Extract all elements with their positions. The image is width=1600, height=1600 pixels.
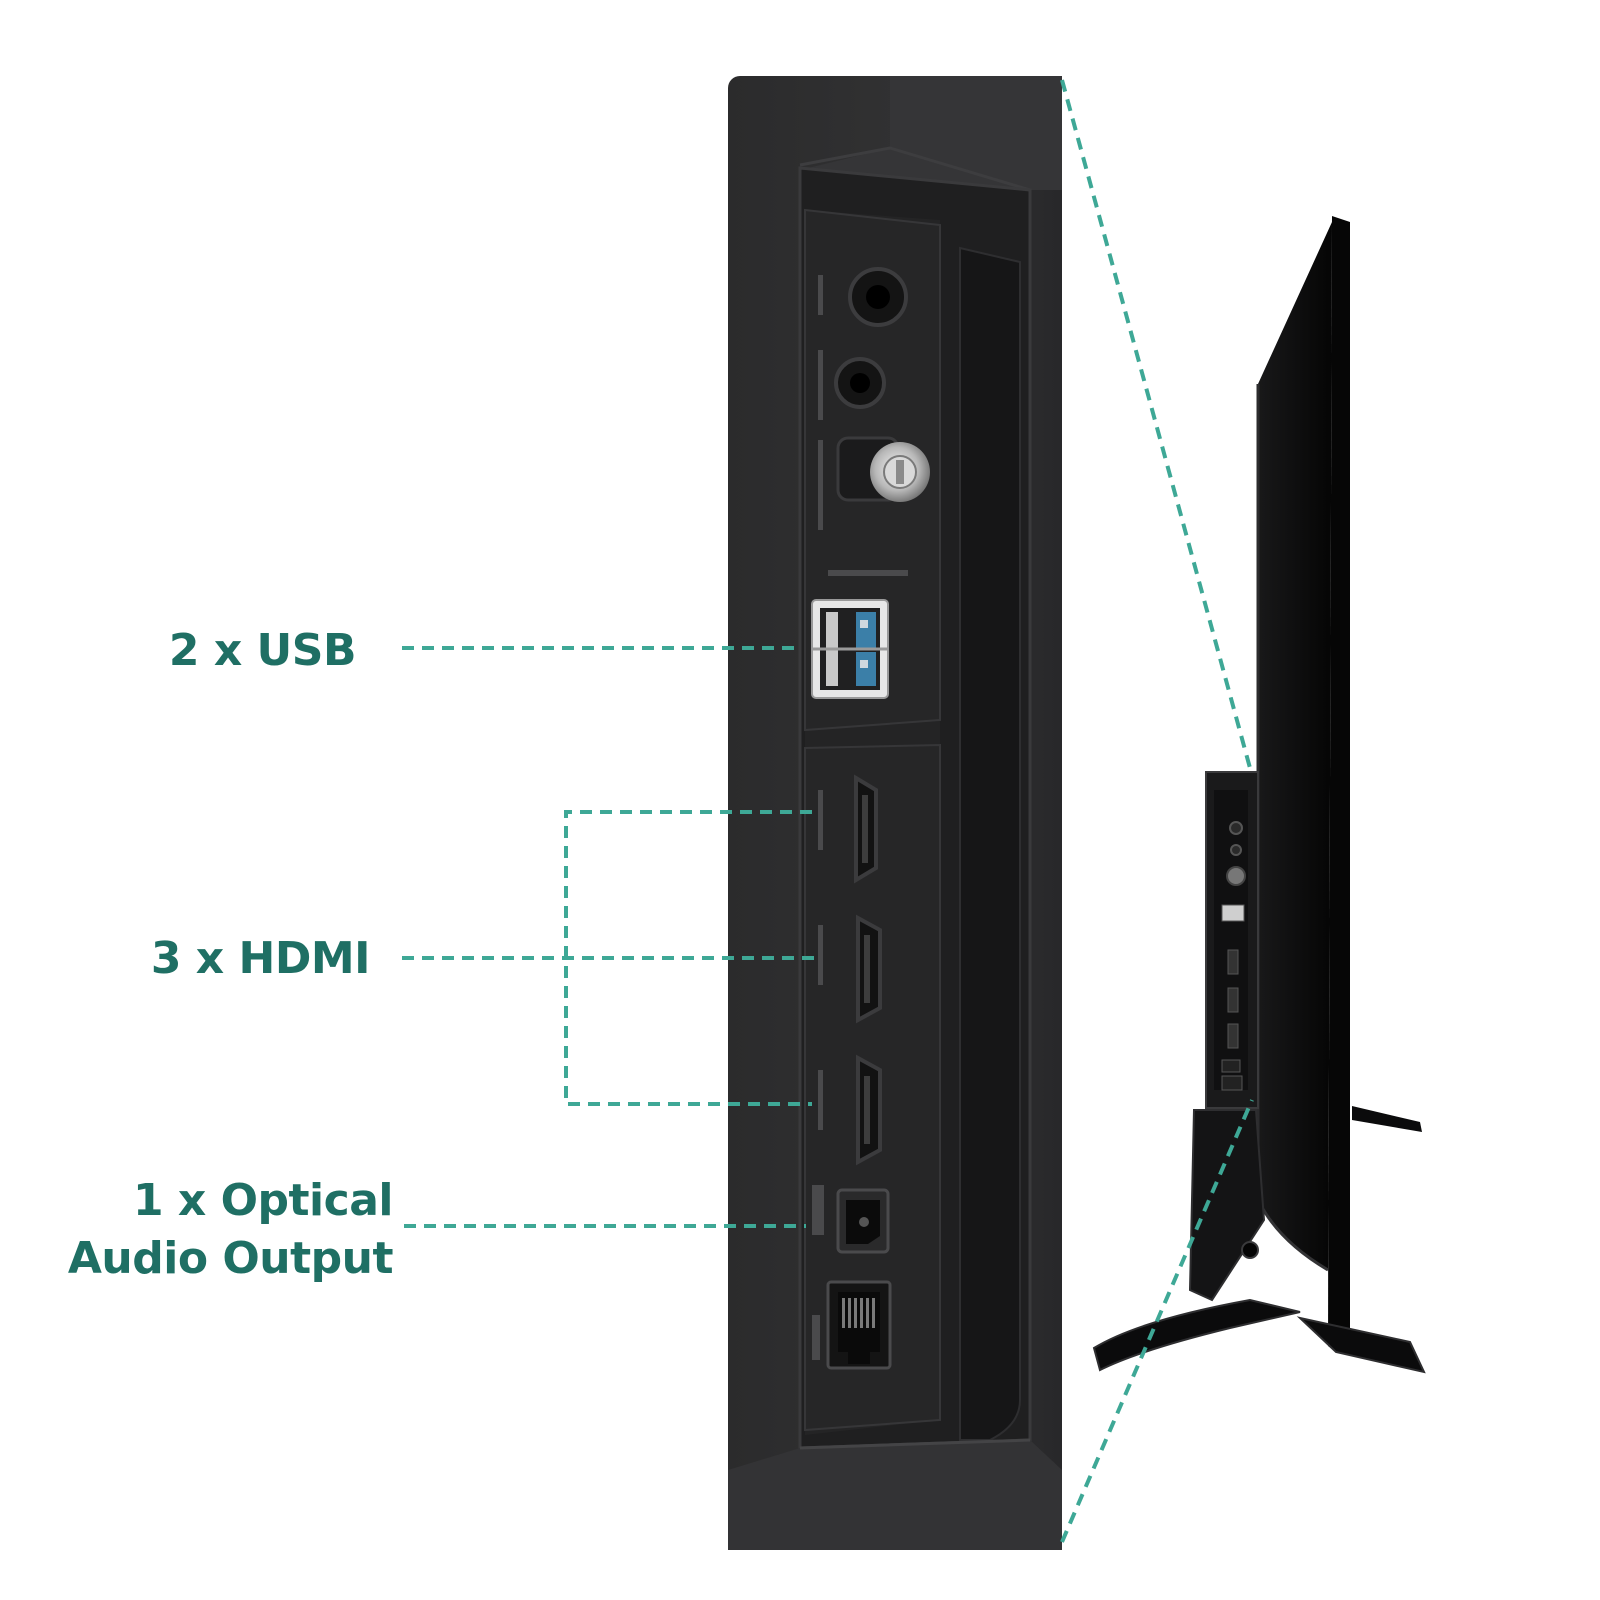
- audio-jack-icon: [834, 357, 886, 409]
- hdmi-port-icon: [854, 774, 878, 884]
- callout-leader-lines: [402, 79, 1254, 1543]
- hdmi-callout-label: 3 x HDMI: [150, 933, 371, 984]
- usb-port-icon: [811, 599, 889, 699]
- hdmi-port-icon: [856, 1054, 882, 1166]
- optical-callout-line1: 1 x Optical: [132, 1175, 394, 1226]
- port-label-marks: [812, 275, 908, 1360]
- hdmi-port-icon: [856, 914, 882, 1024]
- usb-callout-label: 2 x USB: [168, 625, 357, 676]
- audio-jack-icon: [848, 267, 908, 327]
- coax-port-icon: [836, 436, 930, 502]
- tv-side-view: [1092, 216, 1426, 1374]
- optical-callout-label: 1 x Optical Audio Output: [67, 1172, 394, 1288]
- optical-port-icon: [836, 1188, 890, 1254]
- optical-callout-line2: Audio Output: [67, 1233, 394, 1284]
- ethernet-port-icon: [826, 1280, 892, 1370]
